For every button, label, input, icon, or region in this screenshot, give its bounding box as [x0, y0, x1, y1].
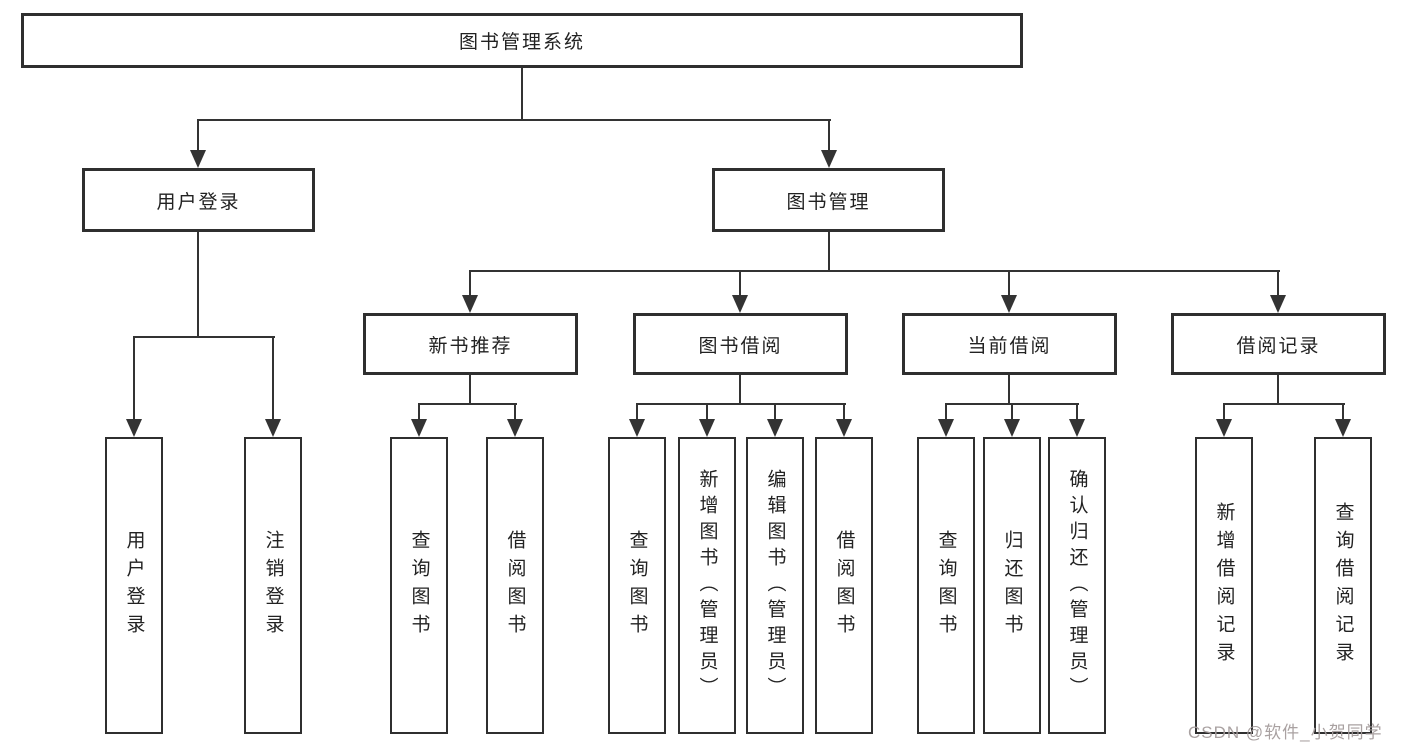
- arrowhead: [821, 150, 837, 168]
- arrowhead: [190, 150, 206, 168]
- arrowhead: [732, 295, 748, 313]
- arrowhead: [629, 419, 645, 437]
- arrowhead: [411, 419, 427, 437]
- node-label: 确认归还（管理员）: [1066, 468, 1088, 703]
- node-label: 归还图书: [1001, 529, 1023, 642]
- connector-drop: [1342, 403, 1344, 421]
- connector-drop: [828, 119, 830, 152]
- arrowhead: [1216, 419, 1232, 437]
- connector-drop: [1223, 403, 1225, 421]
- connector-branch-stem: [828, 232, 830, 272]
- node-label: 查询图书: [408, 529, 430, 642]
- connector-branch-stem: [197, 232, 199, 336]
- node-leaf-borrow-books-1: 借阅图书: [486, 437, 544, 734]
- arrowhead: [938, 419, 954, 437]
- arrowhead: [1335, 419, 1351, 437]
- connector-drop: [774, 403, 776, 421]
- arrowhead: [265, 419, 281, 437]
- node-leaf-edit-book-admin: 编辑图书（管理员）: [746, 437, 804, 734]
- connector-drop: [1008, 270, 1010, 297]
- node-label: 新增图书（管理员）: [696, 468, 718, 703]
- connector-root-stem: [521, 68, 523, 119]
- node-label: 图书借阅: [698, 335, 783, 357]
- node-leaf-user-login: 用户登录: [105, 437, 163, 734]
- connector-drop: [272, 336, 274, 421]
- node-label: 注销登录: [262, 529, 284, 642]
- node-user-login-branch: 用户登录: [82, 168, 315, 232]
- node-label: 借阅图书: [833, 529, 855, 642]
- connector-drop: [739, 270, 741, 297]
- connector-branch-rail: [1223, 403, 1345, 405]
- node-label: 图书管理: [786, 191, 871, 213]
- connector-branch-stem: [1008, 375, 1010, 405]
- connector-drop: [706, 403, 708, 421]
- node-book-borrowing: 图书借阅: [633, 313, 848, 375]
- arrowhead: [507, 419, 523, 437]
- node-leaf-borrow-books-2: 借阅图书: [815, 437, 873, 734]
- node-label: 用户登录: [123, 529, 145, 642]
- arrowhead: [1004, 419, 1020, 437]
- node-label: 借阅图书: [504, 529, 526, 642]
- node-label: 查询图书: [626, 529, 648, 642]
- node-leaf-query-borrow-record: 查询借阅记录: [1314, 437, 1372, 734]
- connector-drop: [1277, 270, 1279, 297]
- arrowhead: [767, 419, 783, 437]
- node-leaf-query-books-3: 查询图书: [917, 437, 975, 734]
- node-label: 当前借阅: [967, 335, 1052, 357]
- node-borrowing-records: 借阅记录: [1171, 313, 1386, 375]
- node-label: 新增借阅记录: [1213, 501, 1235, 670]
- node-leaf-add-book-admin: 新增图书（管理员）: [678, 437, 736, 734]
- connector-drop: [469, 270, 471, 297]
- connector-drop: [418, 403, 420, 421]
- node-leaf-return-book: 归还图书: [983, 437, 1041, 734]
- arrowhead: [462, 295, 478, 313]
- node-label: 图书管理系统: [458, 32, 585, 53]
- connector-drop: [843, 403, 845, 421]
- node-leaf-confirm-return-admin: 确认归还（管理员）: [1048, 437, 1106, 734]
- node-leaf-query-books-1: 查询图书: [390, 437, 448, 734]
- connector-branch-stem: [739, 375, 741, 405]
- node-label: 用户登录: [156, 191, 241, 213]
- arrowhead: [1001, 295, 1017, 313]
- connector-root-rail: [197, 119, 831, 121]
- node-leaf-logout: 注销登录: [244, 437, 302, 734]
- connector-branch-rail: [636, 403, 846, 405]
- connector-branch-rail: [469, 270, 1280, 272]
- node-label: 查询图书: [935, 529, 957, 642]
- connector-drop: [133, 336, 135, 421]
- connector-branch-rail: [418, 403, 517, 405]
- connector-branch-stem: [469, 375, 471, 405]
- node-current-borrowing: 当前借阅: [902, 313, 1117, 375]
- arrowhead: [836, 419, 852, 437]
- node-leaf-query-books-2: 查询图书: [608, 437, 666, 734]
- connector-drop: [636, 403, 638, 421]
- arrowhead: [126, 419, 142, 437]
- arrowhead: [1069, 419, 1085, 437]
- csdn-watermark: CSDN @软件_小贺同学: [1188, 723, 1383, 742]
- node-book-management-branch: 图书管理: [712, 168, 945, 232]
- node-label: 新书推荐: [428, 335, 513, 357]
- node-label: 编辑图书（管理员）: [764, 468, 786, 703]
- connector-drop: [945, 403, 947, 421]
- node-library-management-system: 图书管理系统: [21, 13, 1023, 68]
- node-label: 查询借阅记录: [1332, 501, 1354, 670]
- connector-drop: [197, 119, 199, 152]
- connector-drop: [1011, 403, 1013, 421]
- node-label: 借阅记录: [1236, 335, 1321, 357]
- node-new-book-recommendation: 新书推荐: [363, 313, 578, 375]
- connector-branch-stem: [1277, 375, 1279, 405]
- connector-drop: [514, 403, 516, 421]
- arrowhead: [1270, 295, 1286, 313]
- arrowhead: [699, 419, 715, 437]
- connector-branch-rail: [133, 336, 275, 338]
- node-leaf-add-borrow-record: 新增借阅记录: [1195, 437, 1253, 734]
- connector-drop: [1076, 403, 1078, 421]
